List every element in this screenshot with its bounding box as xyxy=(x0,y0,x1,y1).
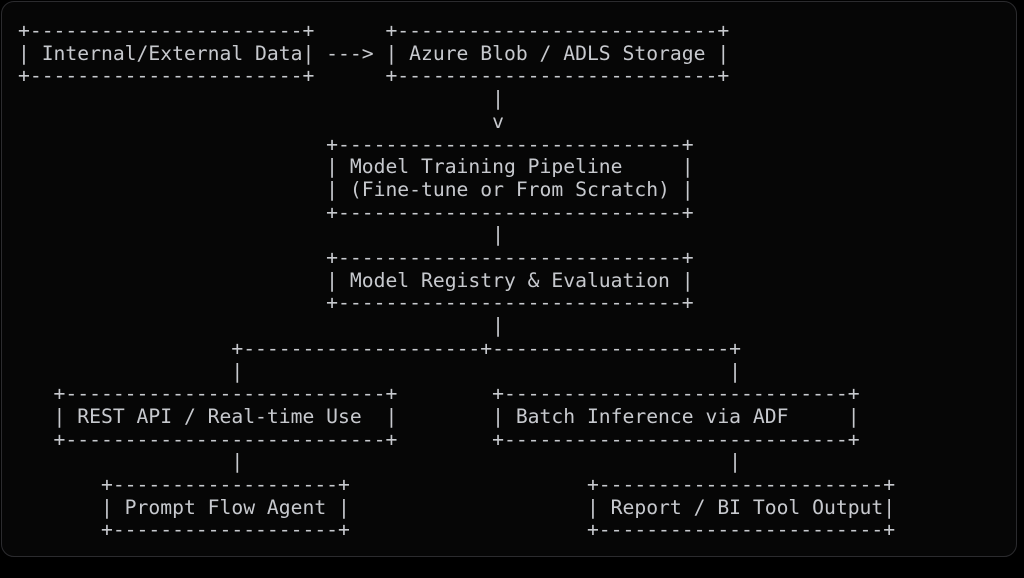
code-block-panel xyxy=(1,1,1017,557)
ascii-flowchart: +-----------------------+ +-------------… xyxy=(18,19,896,542)
